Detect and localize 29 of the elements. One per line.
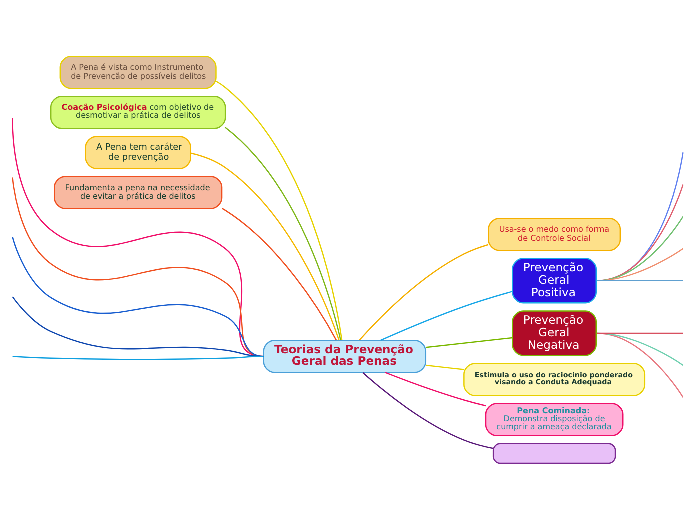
connector [426, 337, 513, 348]
node-box: Prevenção Geral Positiva [512, 258, 598, 304]
connector [597, 332, 684, 398]
connector [597, 184, 684, 282]
node-box: Fundamenta a pena na necessidade de evitar a prática de delitos [54, 176, 223, 210]
connector [385, 372, 486, 407]
connector [216, 80, 343, 340]
node-box: A Pena tem caráter de prevenção [85, 136, 192, 170]
connector [359, 244, 489, 341]
connector [597, 332, 684, 334]
node-box: Teorias da Prevenção Geral das Penas [263, 340, 427, 374]
node-box: Estimula o uso do raciocinio ponderado visando a Conduta Adequada [464, 363, 646, 396]
connector [597, 216, 684, 282]
connector [362, 372, 494, 450]
node-box: Usa-se o medo como forma de Controle Social [488, 218, 622, 252]
connector [597, 248, 684, 282]
node-box: A Pena é vista como Instrumento de Prevenção de possíveis delitos [60, 56, 217, 90]
node-box: Pena Cominada: Demonstra disposição de cumprir a ameaça declarada [485, 403, 624, 436]
node-box [492, 443, 616, 464]
connector [597, 332, 684, 366]
node-box: Coação Psicológica com objetivo de desmotivar a prática de delitos [50, 96, 226, 130]
connector [426, 364, 464, 370]
connector [190, 152, 340, 341]
node-box: Prevenção Geral Negativa [512, 310, 598, 356]
connector [224, 127, 342, 340]
connector [597, 280, 684, 282]
connector [380, 291, 513, 342]
connector [222, 208, 338, 341]
connector [12, 356, 264, 360]
